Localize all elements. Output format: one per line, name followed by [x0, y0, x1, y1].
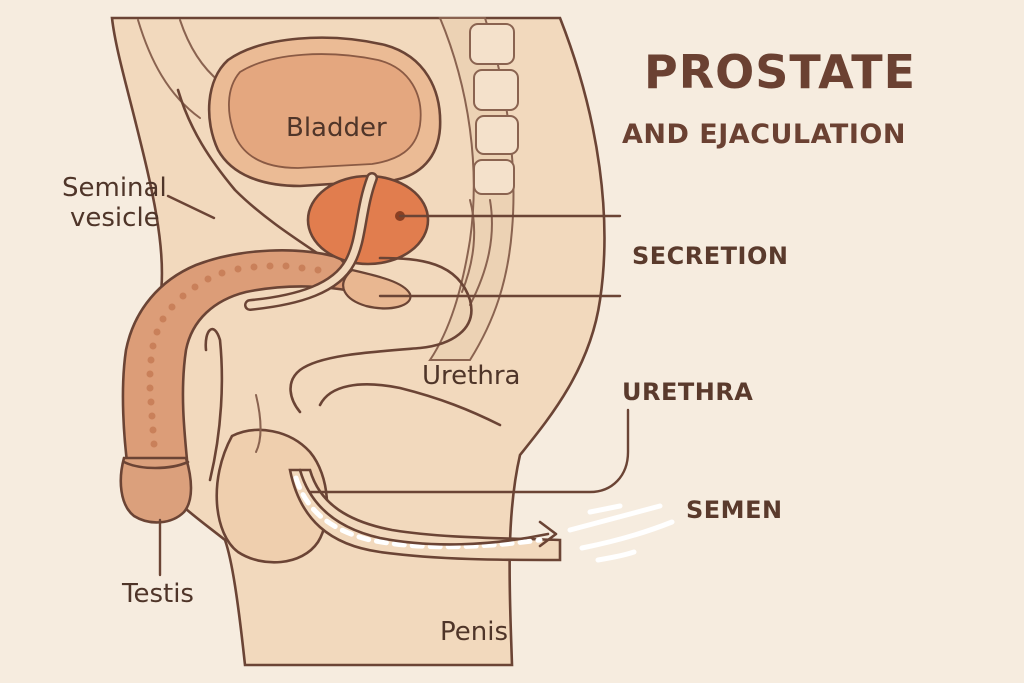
vertebrae: [461, 23, 519, 306]
bulbar-urethra-curve: [318, 383, 502, 427]
ejaculation-arrowhead: [538, 520, 558, 548]
abdominal-curve-1: [137, 19, 201, 119]
label-secretion: SECRETION: [632, 242, 788, 270]
title-sub: AND EJACULATION: [622, 119, 906, 150]
bladder-lumen: [228, 53, 422, 169]
label-seminal-vesicle-1: Seminal: [62, 173, 167, 203]
label-seminal-vesicle-2: vesicle: [70, 203, 160, 233]
glans-rim: [122, 460, 190, 470]
shaft-inner-line: [204, 327, 224, 482]
label-urethra-inner: Urethra: [422, 361, 520, 391]
semen-spray: [567, 503, 675, 563]
label-penis: Penis: [440, 617, 508, 647]
label-bladder: Bladder: [286, 113, 387, 143]
title-main: PROSTATE: [644, 45, 916, 99]
corpus-spongiosum-dots: [146, 262, 322, 448]
pelvic-curve: [176, 88, 322, 257]
semen-path: [293, 475, 543, 550]
seminal-vesicle: [342, 268, 412, 310]
seminal-vesicle-leader: [166, 194, 216, 220]
label-semen: SEMEN: [686, 496, 783, 524]
vas-deferens: [289, 256, 473, 414]
urethra-leader: [308, 408, 630, 494]
ejaculation-arrow: [298, 468, 550, 546]
testis-inner-line: [255, 394, 262, 453]
scrotum: [215, 428, 329, 564]
label-urethra-outer: URETHRA: [622, 378, 753, 406]
urethra-tube-inner: [246, 174, 376, 309]
label-testis: Testis: [121, 579, 194, 609]
